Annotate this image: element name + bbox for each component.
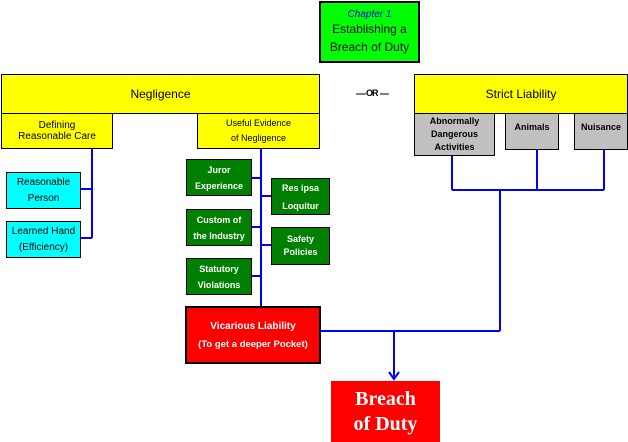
negligence-header: Negligence xyxy=(1,74,320,114)
evidence-item-line2: Policies xyxy=(283,247,318,257)
arrowhead-icon xyxy=(388,371,400,381)
care-item-line2: Person xyxy=(27,192,60,204)
reasonable-person-box: Reasonable Person xyxy=(6,172,81,209)
statutory-violations-box: Statutory Violations xyxy=(186,258,252,295)
care-item-line1: Learned Hand xyxy=(11,225,76,237)
evidence-item-line2: Loquitur xyxy=(282,200,319,211)
learned-hand-box: Learned Hand (Efficiency) xyxy=(6,221,81,258)
strict-item-line1: Abnormally xyxy=(429,116,480,126)
care-item-line2: (Efficiency) xyxy=(18,241,69,253)
negligence-title: Negligence xyxy=(130,87,191,101)
defining-line2: Reasonable Care xyxy=(18,131,96,142)
evidence-item-line1: Custom of xyxy=(196,214,242,225)
breach-of-duty-box: Breach of Duty xyxy=(331,381,440,442)
care-item-line1: Reasonable xyxy=(16,176,71,188)
chapter-title-line2: Breach of Duty xyxy=(329,39,410,54)
vicarious-line2: (To get a deeper Pocket) xyxy=(198,339,308,350)
strict-item-line1: Animals xyxy=(514,122,550,132)
chapter-header: Chapter 1 Establishing a Breach of Duty xyxy=(319,1,420,63)
useful-evidence-box: Useful Evidence of Negligence xyxy=(197,113,320,149)
result-line2: of Duty xyxy=(353,412,418,435)
safety-policies-box: Safety Policies xyxy=(271,227,330,265)
evidence-item-line2: Violations xyxy=(197,279,241,290)
chapter-label: Chapter 1 xyxy=(347,8,392,20)
strict-liability-header: Strict Liability xyxy=(414,74,628,114)
strict-liability-title: Strict Liability xyxy=(485,87,557,101)
nuisance-box: Nuisance xyxy=(574,113,628,150)
evidence-item-line1: Res ipsa xyxy=(281,182,320,193)
evidence-item-line1: Safety xyxy=(286,234,314,244)
evidence-line2: of Negligence xyxy=(230,133,287,143)
animals-box: Animals xyxy=(505,113,559,150)
evidence-item-line1: Statutory xyxy=(199,263,239,274)
chapter-title-line1: Establishing a xyxy=(332,21,407,36)
defining-reasonable-care-box: Defining Reasonable Care xyxy=(1,113,113,149)
strict-item-line1: Nuisance xyxy=(580,122,622,132)
vicarious-line1: Vicarious Liability xyxy=(210,321,296,332)
defining-line1: Defining xyxy=(38,120,76,131)
vicarious-liability-box: Vicarious Liability (To get a deeper Poc… xyxy=(185,306,321,364)
strict-item-line3: Activities xyxy=(434,142,475,152)
evidence-line1: Useful Evidence xyxy=(225,118,292,128)
res-ipsa-loquitur-box: Res ipsa Loquitur xyxy=(271,178,330,215)
juror-experience-box: Juror Experience xyxy=(186,159,252,196)
evidence-item-line2: Experience xyxy=(194,180,244,191)
custom-of-industry-box: Custom of the Industry xyxy=(186,209,252,246)
evidence-item-line1: Juror xyxy=(207,164,231,175)
evidence-item-line2: the Industry xyxy=(193,230,245,241)
abnormally-dangerous-box: Abnormally Dangerous Activities xyxy=(414,113,495,156)
or-label: OR xyxy=(366,88,378,98)
strict-item-line2: Dangerous xyxy=(430,129,478,139)
result-line1: Breach xyxy=(355,387,416,410)
